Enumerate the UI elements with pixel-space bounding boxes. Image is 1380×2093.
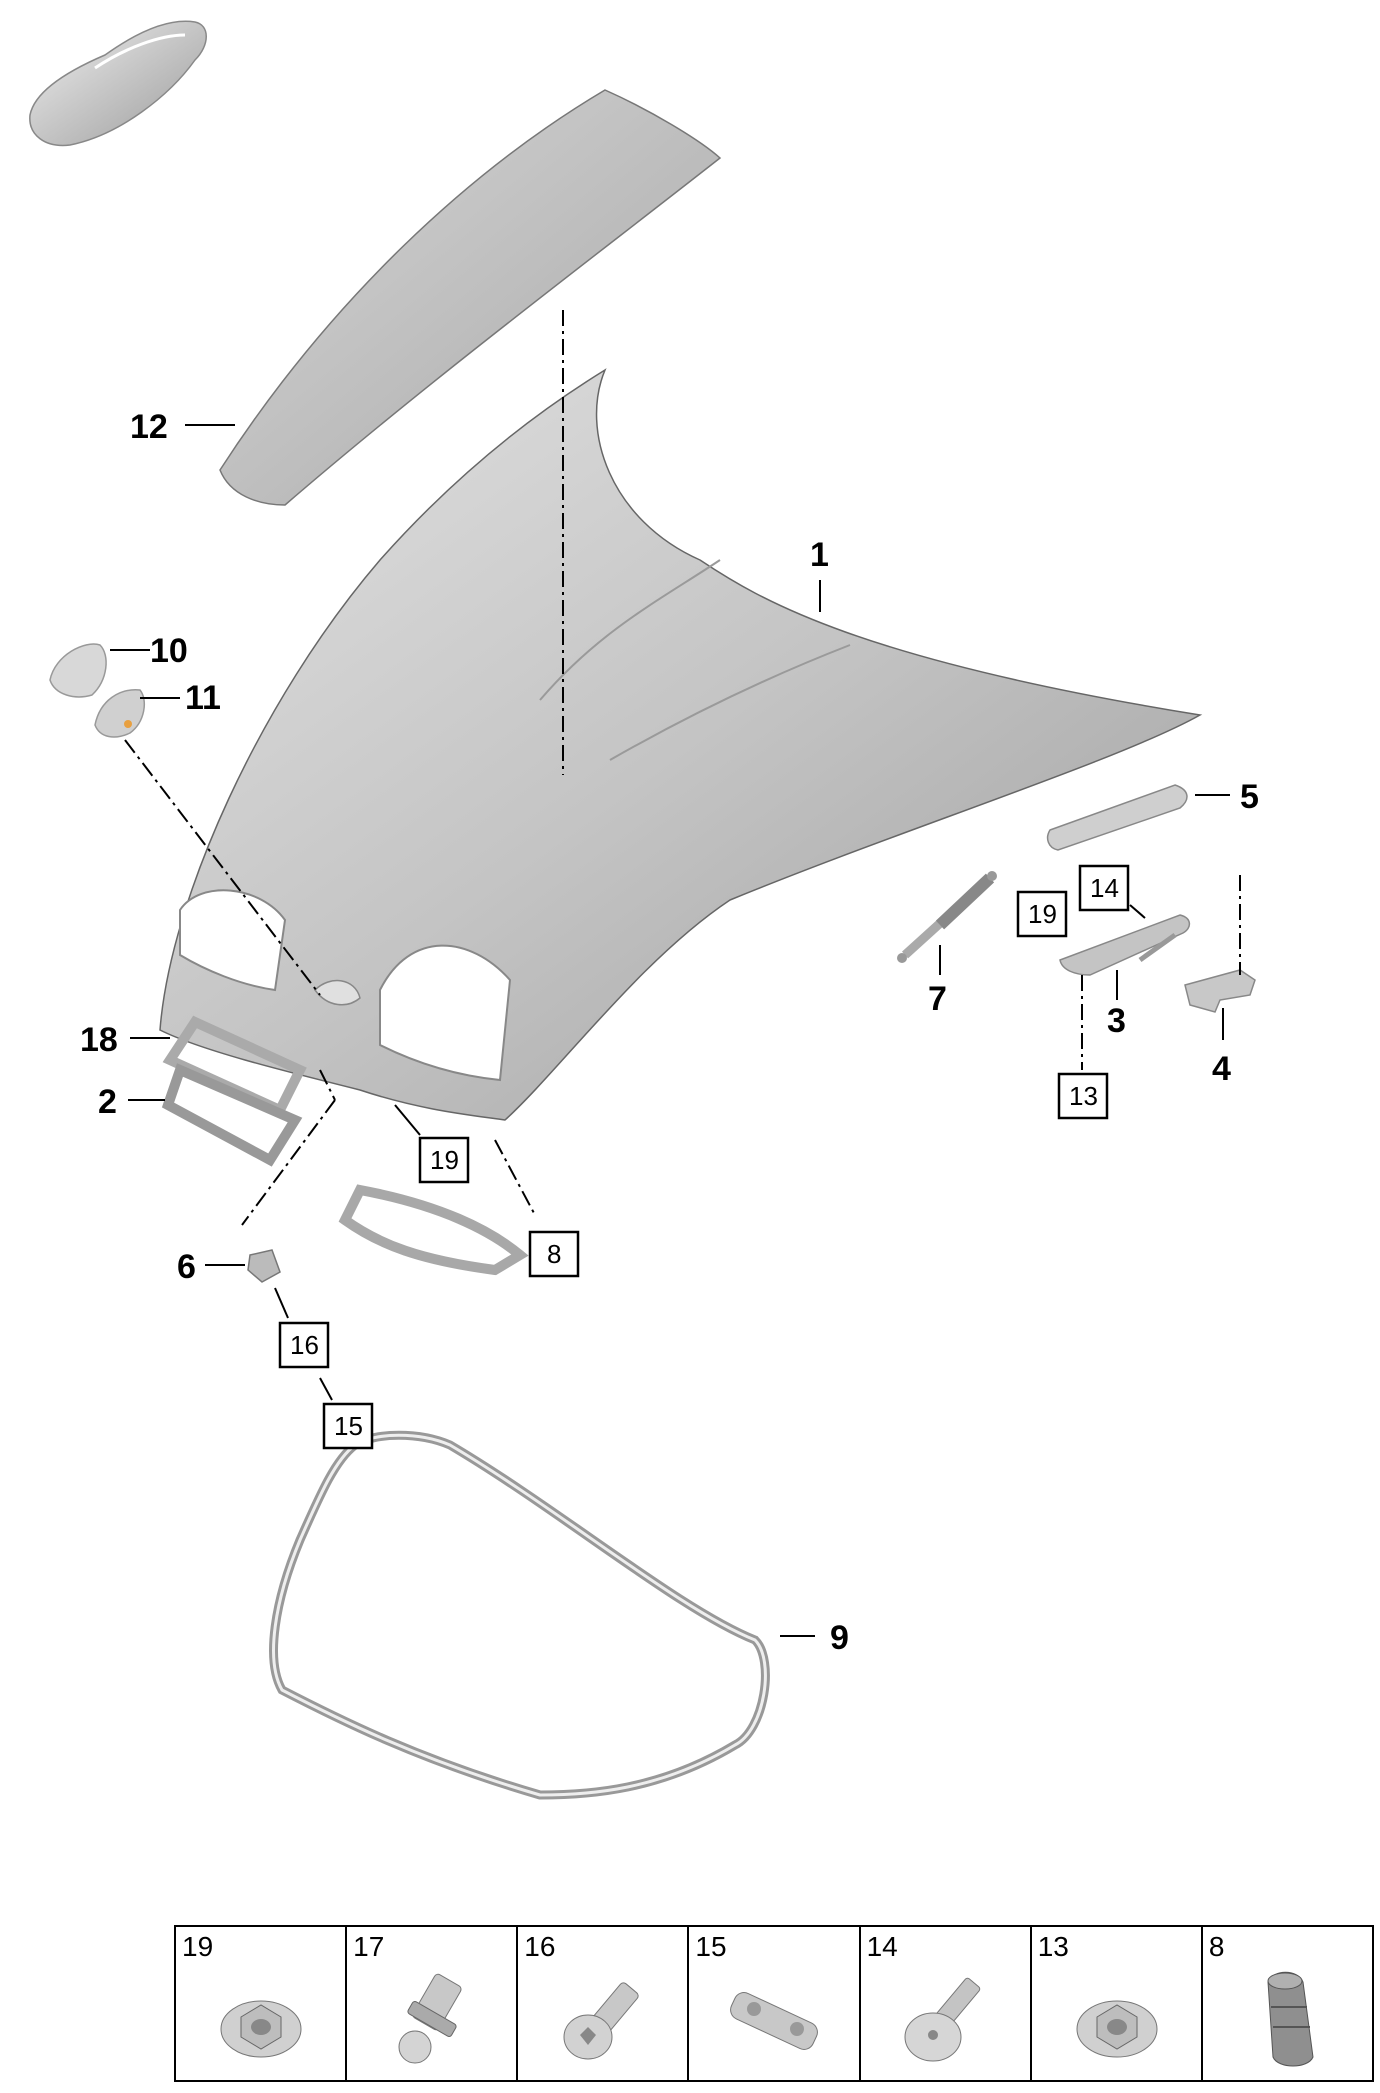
reference-line [124,739,321,996]
callout-3: 3 [1107,1002,1126,1040]
legend-number: 16 [524,1931,556,1962]
part-4-latch-bracket [1184,969,1256,1013]
boxed-callout-8: 8 [528,1230,580,1278]
reference-line [241,1099,336,1226]
part-10-crest-cover [49,643,107,698]
torx-bolt-icon [563,1982,639,2060]
legend-number: 13 [1037,1931,1069,1962]
callout-6: 9 [830,1619,849,1657]
legend-cell: 13 [1032,1927,1203,2080]
legend-cell: 17 [347,1927,519,2080]
svg-text:14: 14 [1090,873,1119,903]
leader-line [274,1287,289,1319]
boxed-callout-17: 19 [1016,890,1068,938]
part-12-protective-film [219,89,722,506]
boxed-callout-16: 16 [278,1321,330,1369]
svg-text:15: 15 [334,1411,363,1441]
part-11-crest [94,689,146,738]
part-7-gas-strut [897,871,997,963]
flange-nut-icon [220,2000,302,2058]
callout-12: 12 [130,408,168,446]
legend-number: 19 [182,1931,214,1962]
boxed-callout-19: 19 [418,1136,470,1184]
car-thumbnail-icon [29,20,207,147]
part-3-hinge [1059,914,1191,976]
boxed-callout-13: 13 [1057,1072,1109,1120]
part-8-intake-frame [338,1184,529,1276]
callout-11: 11 [185,679,221,717]
fastener-legend: 19 17 16 15 14 [174,1925,1374,2082]
screw-icon [904,1977,980,2062]
rubber-buffer-icon [1267,1971,1314,2067]
part-6-seal [269,1430,770,1800]
legend-cell: 8 [1203,1927,1372,2080]
svg-text:19: 19 [430,1145,459,1175]
svg-text:19: 19 [1028,899,1057,929]
callout-2: 2 [98,1083,117,1121]
boxed-callout-14: 14 [1078,864,1130,912]
reference-line [319,1069,336,1101]
legend-number: 17 [353,1931,385,1962]
svg-text:16: 16 [290,1330,319,1360]
callout-7: 7 [928,980,947,1018]
legend-cell: 15 [689,1927,861,2080]
boxed-callout-15: 15 [322,1402,374,1450]
clip-icon [730,1992,819,2050]
callout-10: 10 [150,632,188,670]
reference-line [494,1139,536,1216]
callout-5: 5 [1240,778,1259,816]
legend-cell: 19 [176,1927,348,2080]
callout-18: 18 [80,1021,118,1059]
ball-stud-icon [398,1973,462,2064]
part-5-hinge-cover [1046,784,1188,851]
legend-number: 14 [866,1931,898,1962]
leader-line [1129,904,1146,919]
leader-line [394,1104,421,1136]
part-9-clip [247,1249,281,1283]
part-1-bonnet [159,368,1203,1121]
callout-9: 6 [177,1248,196,1286]
legend-number: 8 [1208,1931,1225,1962]
svg-text:13: 13 [1069,1081,1098,1111]
legend-number: 15 [695,1931,727,1962]
part-2-intake-grille [161,1063,303,1167]
callout-1: 1 [810,536,829,574]
svg-text:8: 8 [547,1239,561,1269]
callout-4: 4 [1212,1050,1231,1088]
legend-cell: 14 [861,1927,1032,2080]
flange-nut-icon [1076,2000,1158,2058]
legend-cell: 16 [518,1927,690,2080]
leader-line [319,1377,333,1401]
